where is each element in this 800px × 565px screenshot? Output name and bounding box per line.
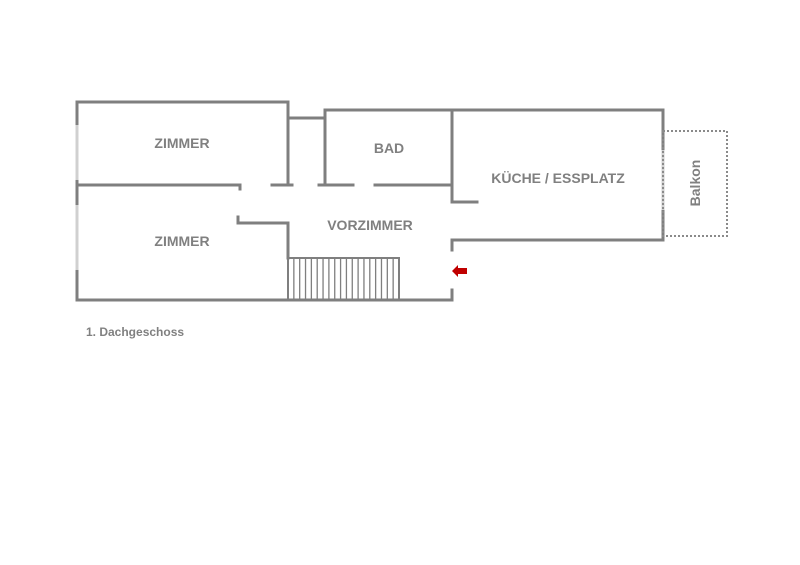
entrance-arrow-icon [452,265,467,277]
wall-kueche-left [450,108,479,204]
room-label-zimmer-top: ZIMMER [154,135,209,151]
staircase [287,257,400,300]
room-label-bad: BAD [374,140,404,156]
balkon-outline [662,130,728,237]
floor-label: 1. Dachgeschoss [86,325,184,339]
room-label-kueche: KÜCHE / ESSPLATZ [491,170,625,186]
wall-vorzimmer-left [236,215,290,260]
room-label-zimmer-bottom: ZIMMER [154,233,209,249]
room-label-vorzimmer: VORZIMMER [327,217,413,233]
stair-outline [287,257,400,300]
outer-wall-left [75,100,454,302]
room-label-balkon: Balkon [687,160,703,207]
